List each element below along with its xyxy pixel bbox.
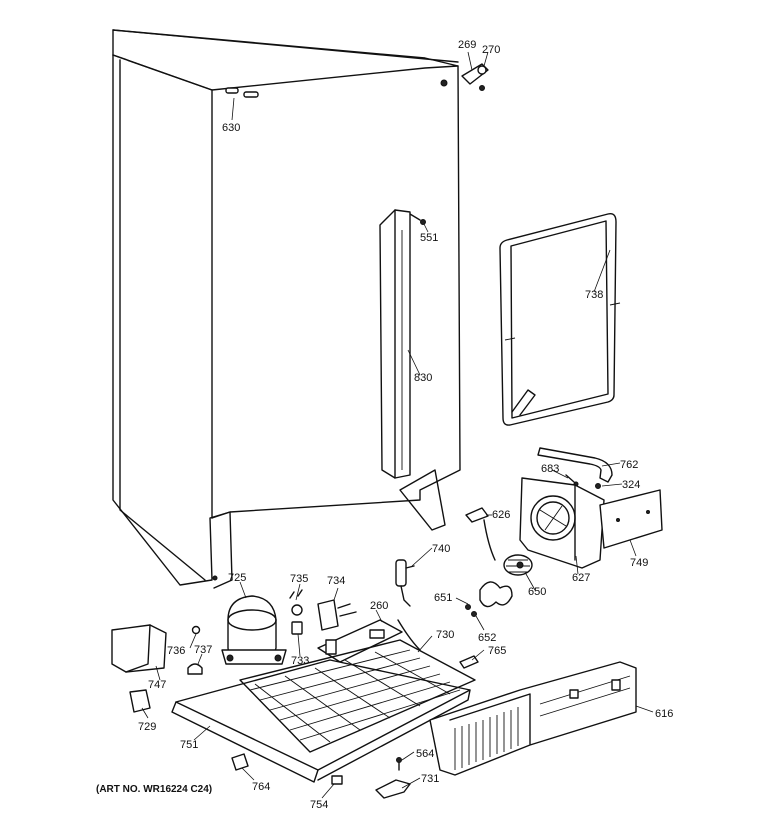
screw-564 — [396, 757, 402, 771]
sensor-626 — [465, 507, 496, 561]
fan-shroud-627 — [519, 477, 605, 569]
foot-754 — [331, 775, 343, 785]
label-729: 729 — [138, 721, 156, 733]
grommet-737 — [187, 663, 203, 675]
label-725: 725 — [228, 572, 246, 584]
tube-762 — [537, 447, 613, 483]
art-number-caption: (ART NO. WR16224 C24) — [96, 784, 212, 795]
relay-735-733 — [289, 589, 303, 635]
label-627: 627 — [572, 572, 590, 584]
label-740: 740 — [432, 543, 450, 555]
label-564: 564 — [416, 748, 434, 760]
label-735: 735 — [290, 573, 308, 585]
block-729 — [129, 689, 151, 713]
label-651: 651 — [434, 592, 452, 604]
label-733: 733 — [291, 655, 309, 667]
overload-734 — [317, 599, 357, 631]
label-730: 730 — [436, 629, 454, 641]
cover-747 — [111, 624, 167, 673]
label-652: 652 — [478, 632, 496, 644]
label-736: 736 — [167, 645, 185, 657]
leader-lines — [141, 51, 654, 799]
label-749: 749 — [630, 557, 648, 569]
label-683: 683 — [541, 463, 559, 475]
gasket-738 — [499, 212, 621, 426]
screw-551 — [409, 213, 426, 225]
label-626: 626 — [492, 509, 510, 521]
label-762: 762 — [620, 459, 638, 471]
label-630: 630 — [222, 122, 240, 134]
clip-765 — [459, 655, 479, 669]
label-751: 751 — [180, 739, 198, 751]
clamp-731 — [375, 779, 411, 799]
label-734: 734 — [327, 575, 345, 587]
label-324: 324 — [622, 479, 640, 491]
label-764: 764 — [252, 781, 270, 793]
label-738: 738 — [585, 289, 603, 301]
base-pan-751 — [171, 659, 471, 783]
label-830: 830 — [414, 372, 432, 384]
mullion-strip — [379, 209, 411, 479]
part-764 — [231, 753, 249, 771]
label-747: 747 — [148, 679, 166, 691]
compressor-725 — [221, 595, 287, 665]
cover-749 — [599, 489, 663, 549]
label-650: 650 — [528, 586, 546, 598]
label-765: 765 — [488, 645, 506, 657]
screws-683-324 — [565, 474, 601, 489]
label-616: 616 — [655, 708, 673, 720]
label-269: 269 — [458, 39, 476, 51]
label-737: 737 — [194, 644, 212, 656]
cabinet — [112, 29, 461, 589]
fan-blade — [465, 581, 513, 617]
label-270: 270 — [482, 44, 500, 56]
label-551: 551 — [420, 232, 438, 244]
label-754: 754 — [310, 799, 328, 811]
condenser-coil-730 — [239, 619, 476, 753]
capacitor-740 — [395, 559, 415, 607]
screw-736 — [191, 625, 201, 635]
part-labels: 269 270 630 551 738 830 762 683 324 626 … — [138, 39, 673, 811]
label-260: 260 — [370, 600, 388, 612]
label-731: 731 — [421, 773, 439, 785]
hinge-269-270 — [461, 63, 489, 91]
grille-616 — [429, 661, 637, 776]
fan-motor-650 — [503, 554, 533, 576]
